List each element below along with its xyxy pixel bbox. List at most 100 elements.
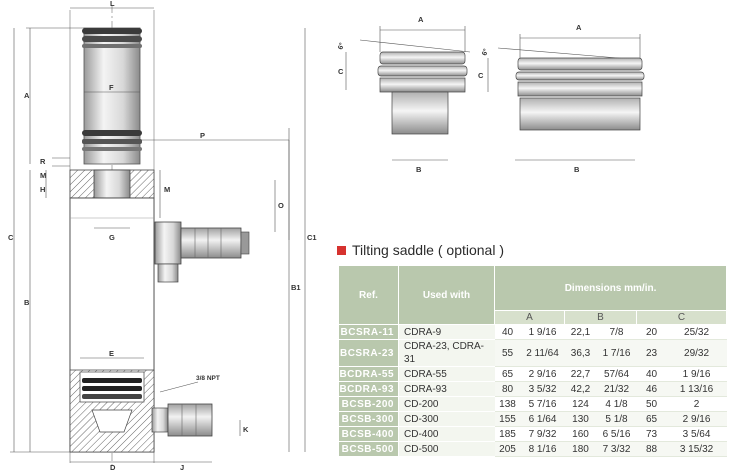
cell-a-in: 6 1/64 [520,411,565,427]
cell-a-in: 2 11/64 [520,339,565,367]
cell-a-mm: 185 [494,426,521,442]
subheader-b: B [564,310,637,325]
cell-c-mm: 23 [636,339,667,367]
section-title-text: Tilting saddle ( optional ) [352,242,505,258]
label-L: L [110,0,115,8]
cell-a-mm: 40 [494,324,521,340]
subheader-a: A [494,310,565,325]
port-fitting [151,403,213,437]
label-H: H [40,185,45,194]
label-C: C [8,233,14,242]
cell-c-mm: 73 [636,426,667,442]
cell-used-with: CD-400 [398,426,495,442]
header-dimensions: Dimensions mm/in. [493,265,728,311]
cell-c-in: 2 [666,396,727,412]
label-B: B [24,298,30,307]
cell-c-mm: 40 [636,366,667,382]
cell-a-mm: 138 [494,396,521,412]
label-F: F [109,83,114,92]
label-J: J [180,463,184,472]
saddle-right-angle: 6° [480,47,490,56]
cell-a-in: 7 9/32 [520,426,565,442]
cylinder-base [69,369,155,453]
label-npt: 3/8 NPT [196,375,220,382]
cell-a-mm: 205 [494,441,521,457]
cell-b-mm: 36,3 [564,339,597,367]
saddle-right: A 6° C B [478,23,645,174]
cell-a-mm: 55 [494,339,521,367]
saddle-left-A: A [418,15,424,24]
label-B1: B1 [291,283,301,292]
cell-ref: BCSRA-11 [338,324,399,340]
cell-a-in: 3 5/32 [520,381,565,397]
saddle-right-A: A [576,23,582,32]
label-A: A [24,91,30,100]
saddle-left: A 6° C B [336,15,471,174]
cell-b-mm: 22,7 [564,366,597,382]
cell-b-mm: 180 [564,441,597,457]
cell-c-mm: 88 [636,441,667,457]
cell-c-in: 1 9/16 [666,366,727,382]
cell-b-mm: 130 [564,411,597,427]
saddle-left-angle: 6° [336,41,346,50]
cell-b-in: 7 3/32 [596,441,637,457]
label-G: G [109,233,115,242]
label-C1: C1 [307,233,317,242]
cell-ref: BCSRA-23 [338,339,399,367]
saddle-left-B: B [416,165,422,174]
cell-b-in: 7/8 [596,324,637,340]
label-P: P [200,131,205,140]
cell-used-with: CDRA-93 [398,381,495,397]
cell-used-with: CDRA-23, CDRA-31 [398,339,495,367]
bullet-square-icon [337,245,346,255]
cell-used-with: CD-200 [398,396,495,412]
cell-used-with: CD-300 [398,411,495,427]
cell-b-mm: 22,1 [564,324,597,340]
cell-a-in: 5 7/16 [520,396,565,412]
cell-c-mm: 20 [636,324,667,340]
cylinder-collar [69,169,155,199]
cell-a-mm: 155 [494,411,521,427]
cell-ref: BCDRA-93 [338,381,399,397]
cell-c-in: 29/32 [666,339,727,367]
label-K: K [243,425,249,434]
cell-b-mm: 124 [564,396,597,412]
cell-a-in: 8 1/16 [520,441,565,457]
cell-c-in: 2 9/16 [666,411,727,427]
header-used-with: Used with [398,265,495,325]
cell-ref: BCSB-400 [338,426,399,442]
cell-ref: BCDRA-55 [338,366,399,382]
saddle-drawings: A 6° C B A 6° C B [336,15,645,174]
cell-ref: BCSB-200 [338,396,399,412]
cell-b-in: 21/32 [596,381,637,397]
subheader-c: C [635,310,728,325]
cell-b-in: 1 7/16 [596,339,637,367]
label-M-right: M [164,185,170,194]
cell-ref: BCSB-300 [338,411,399,427]
saddle-spec-table: Ref. Used with Dimensions mm/in. A B C B… [338,265,728,457]
cell-b-mm: 42,2 [564,381,597,397]
saddle-right-B: B [574,165,580,174]
cell-b-mm: 160 [564,426,597,442]
cell-ref: BCSB-500 [338,441,399,457]
cell-b-in: 57/64 [596,366,637,382]
cylinder-drawing: L A C B F P R M H M G O C1 B1 E D J K 3/… [8,0,317,472]
label-M-left: M [40,171,46,180]
cell-b-in: 5 1/8 [596,411,637,427]
label-D: D [110,463,116,472]
section-title: Tilting saddle ( optional ) [337,241,504,259]
cell-used-with: CDRA-55 [398,366,495,382]
header-ref: Ref. [338,265,399,325]
saddle-left-C: C [338,67,344,76]
label-R: R [40,157,46,166]
cell-c-mm: 46 [636,381,667,397]
cell-c-in: 1 13/16 [666,381,727,397]
cell-used-with: CDRA-9 [398,324,495,340]
